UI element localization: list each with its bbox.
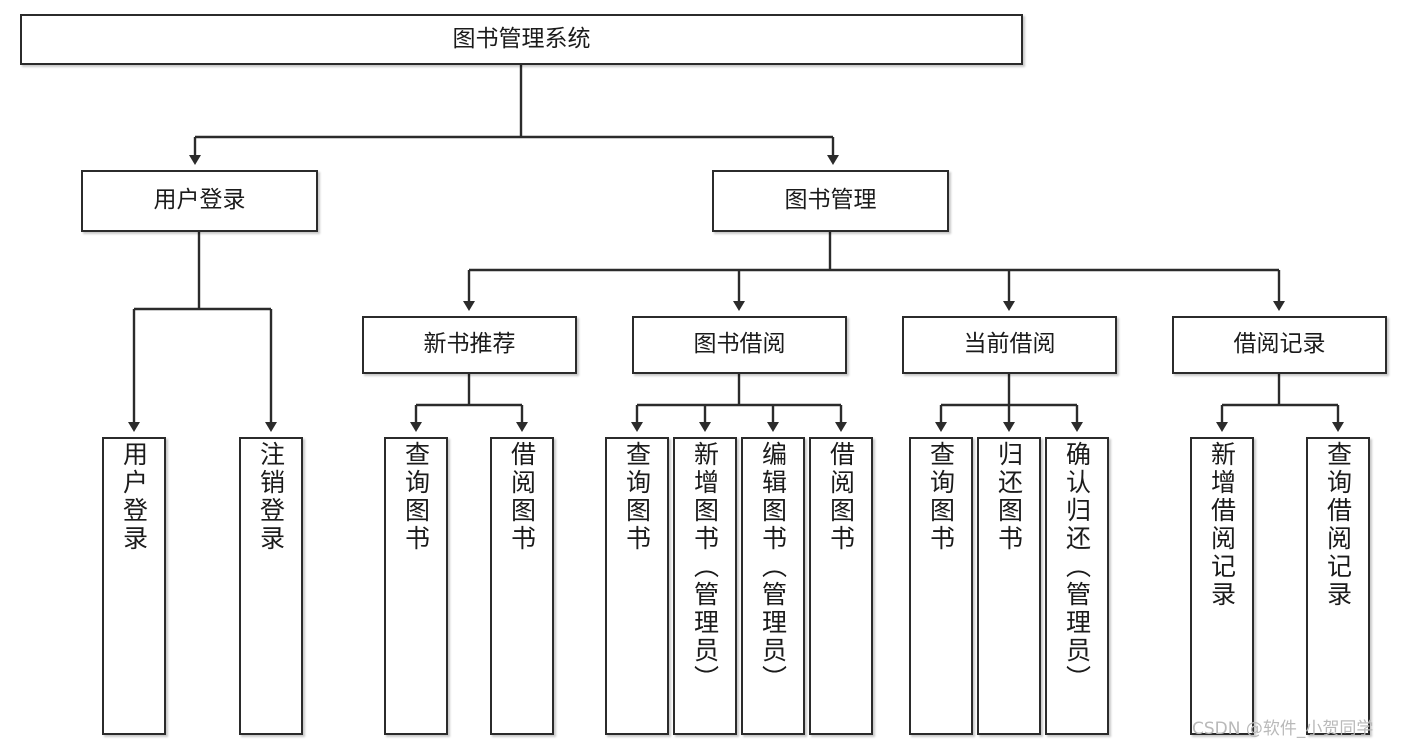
node-user-login-label: 用户登录: [153, 187, 246, 214]
node-book-borrow[interactable]: 图书借阅: [632, 316, 847, 374]
node-leaf-add-borrow-record-label: 新增借阅记录: [1207, 441, 1237, 609]
node-leaf-return-book-label: 归还图书: [994, 441, 1024, 553]
node-new-book-recommend[interactable]: 新书推荐: [362, 316, 577, 374]
node-leaf-borrow-book-2[interactable]: 借阅图书: [809, 437, 873, 735]
node-leaf-query-book-2[interactable]: 查询图书: [605, 437, 669, 735]
node-leaf-logout-login[interactable]: 注销登录: [239, 437, 303, 735]
node-leaf-query-book-1-label: 查询图书: [401, 441, 431, 553]
node-leaf-edit-book-admin[interactable]: 编辑图书（管理员）: [741, 437, 805, 735]
node-book-management[interactable]: 图书管理: [712, 170, 949, 232]
node-borrow-record-label: 借阅记录: [1233, 331, 1326, 358]
node-current-borrow-label: 当前借阅: [963, 331, 1056, 358]
node-leaf-borrow-book-2-label: 借阅图书: [826, 441, 856, 553]
node-leaf-add-borrow-record[interactable]: 新增借阅记录: [1190, 437, 1254, 735]
node-leaf-edit-book-admin-label: 编辑图书（管理员）: [758, 441, 788, 693]
node-book-borrow-label: 图书借阅: [693, 331, 786, 358]
node-leaf-user-login-label: 用户登录: [119, 441, 149, 553]
node-leaf-confirm-return-admin-label: 确认归还（管理员）: [1062, 441, 1092, 693]
node-leaf-query-borrow-record-label: 查询借阅记录: [1323, 441, 1353, 609]
node-leaf-add-book-admin-label: 新增图书（管理员）: [690, 441, 720, 693]
node-user-login[interactable]: 用户登录: [81, 170, 318, 232]
node-current-borrow[interactable]: 当前借阅: [902, 316, 1117, 374]
node-leaf-borrow-book-1-label: 借阅图书: [507, 441, 537, 553]
node-leaf-query-book-3-label: 查询图书: [926, 441, 956, 553]
node-leaf-borrow-book-1[interactable]: 借阅图书: [490, 437, 554, 735]
node-leaf-add-book-admin[interactable]: 新增图书（管理员）: [673, 437, 737, 735]
node-leaf-user-login[interactable]: 用户登录: [102, 437, 166, 735]
node-leaf-logout-login-label: 注销登录: [256, 441, 286, 553]
node-leaf-query-book-1[interactable]: 查询图书: [384, 437, 448, 735]
watermark: CSDN @软件_小贺同学: [1192, 719, 1374, 739]
node-new-book-recommend-label: 新书推荐: [423, 331, 516, 358]
node-borrow-record[interactable]: 借阅记录: [1172, 316, 1387, 374]
node-leaf-query-book-3[interactable]: 查询图书: [909, 437, 973, 735]
node-root-label: 图书管理系统: [452, 25, 591, 52]
node-leaf-confirm-return-admin[interactable]: 确认归还（管理员）: [1045, 437, 1109, 735]
node-leaf-return-book[interactable]: 归还图书: [977, 437, 1041, 735]
node-leaf-query-borrow-record[interactable]: 查询借阅记录: [1306, 437, 1370, 735]
node-book-management-label: 图书管理: [784, 187, 877, 214]
node-root[interactable]: 图书管理系统: [20, 14, 1023, 65]
node-leaf-query-book-2-label: 查询图书: [622, 441, 652, 553]
